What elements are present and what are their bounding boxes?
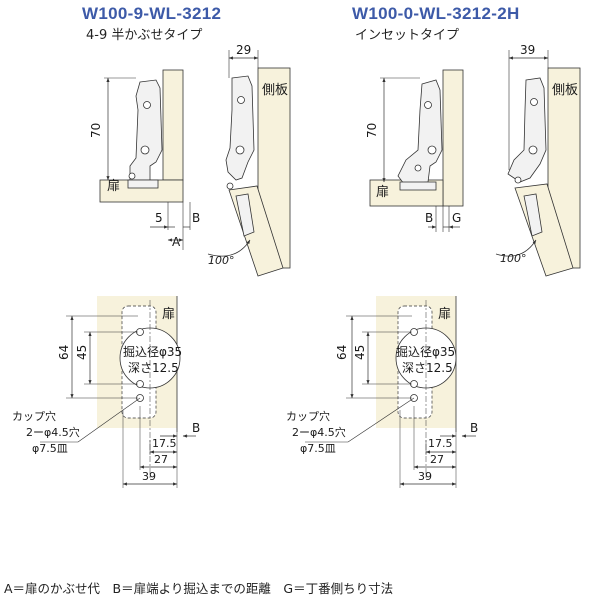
legend-notes: A＝扉のかぶせ代 B＝扉端より掘込までの距離 G＝丁番側ちり寸法 <box>4 581 394 596</box>
br-cup-depth: 深さ12.5 <box>402 361 453 375</box>
bl-cup-hole-1: カップ穴 <box>12 409 56 423</box>
right-side-panel-label: 側板 <box>552 83 578 98</box>
br-dim-B: B <box>470 421 478 435</box>
right-dim-G: G <box>452 211 461 225</box>
bl-dim-64: 64 <box>57 345 71 360</box>
right-drilling-view <box>305 296 476 488</box>
side-panel <box>442 69 464 207</box>
br-dim-64: 64 <box>335 345 349 360</box>
hinge-open <box>507 77 547 183</box>
bl-dim-27: 27 <box>154 453 168 466</box>
left-open-view <box>207 50 291 277</box>
left-dim-5: 5 <box>155 211 163 225</box>
br-dim-45: 45 <box>353 345 367 360</box>
right-door-label: 扉 <box>376 184 389 200</box>
br-dim-39: 39 <box>418 470 432 483</box>
br-cup-diameter: 掘込径φ35 <box>396 344 455 359</box>
bl-dim-17-5: 17.5 <box>152 437 177 450</box>
side-panel <box>162 69 184 181</box>
hinge-open <box>225 75 255 181</box>
hinge-arm <box>129 79 163 181</box>
br-cup-hole-3: φ7.5皿 <box>300 442 336 455</box>
right-dim-70: 70 <box>365 123 379 138</box>
left-side-panel-label: 側板 <box>262 83 288 98</box>
left-angle-label: 100° <box>208 254 235 267</box>
br-cup-hole-2: 2ーφ4.5穴 <box>292 425 346 439</box>
left-model-subtitle: 4-9 半かぶせタイプ <box>86 28 203 43</box>
left-door-label: 扉 <box>107 178 120 194</box>
bl-cup-hole-3: φ7.5皿 <box>32 442 68 455</box>
right-model-title: W100-0-WL-3212-2H <box>352 4 520 23</box>
right-closed-view <box>369 69 464 232</box>
right-angle-label: 100° <box>500 252 527 265</box>
left-drilling-view <box>40 296 196 488</box>
bl-dim-B: B <box>192 421 200 435</box>
right-model-subtitle: インセットタイプ <box>355 28 460 43</box>
left-closed-view <box>99 69 191 250</box>
br-door-label: 扉 <box>438 306 451 322</box>
bl-cup-depth: 深さ12.5 <box>128 361 179 375</box>
bl-dim-39: 39 <box>142 470 156 483</box>
br-dim-27: 27 <box>430 453 444 466</box>
hinge-cup <box>127 179 159 189</box>
left-dim-A: A <box>172 235 181 249</box>
br-cup-hole-1: カップ穴 <box>286 409 330 423</box>
bl-door-label: 扉 <box>162 306 175 322</box>
bl-cup-hole-2: 2ーφ4.5穴 <box>26 425 80 439</box>
bl-dim-45: 45 <box>75 345 89 360</box>
br-dim-17-5: 17.5 <box>428 437 453 450</box>
right-open-view <box>495 50 581 277</box>
left-dim-70: 70 <box>89 123 103 138</box>
left-dim-29: 29 <box>236 43 251 57</box>
left-dim-B: B <box>192 211 200 225</box>
hinge-cup <box>399 181 437 191</box>
right-dim-39: 39 <box>520 43 535 57</box>
right-dim-B: B <box>425 211 433 225</box>
left-model-title: W100-9-WL-3212 <box>82 4 222 23</box>
bl-cup-diameter: 掘込径φ35 <box>123 344 182 359</box>
